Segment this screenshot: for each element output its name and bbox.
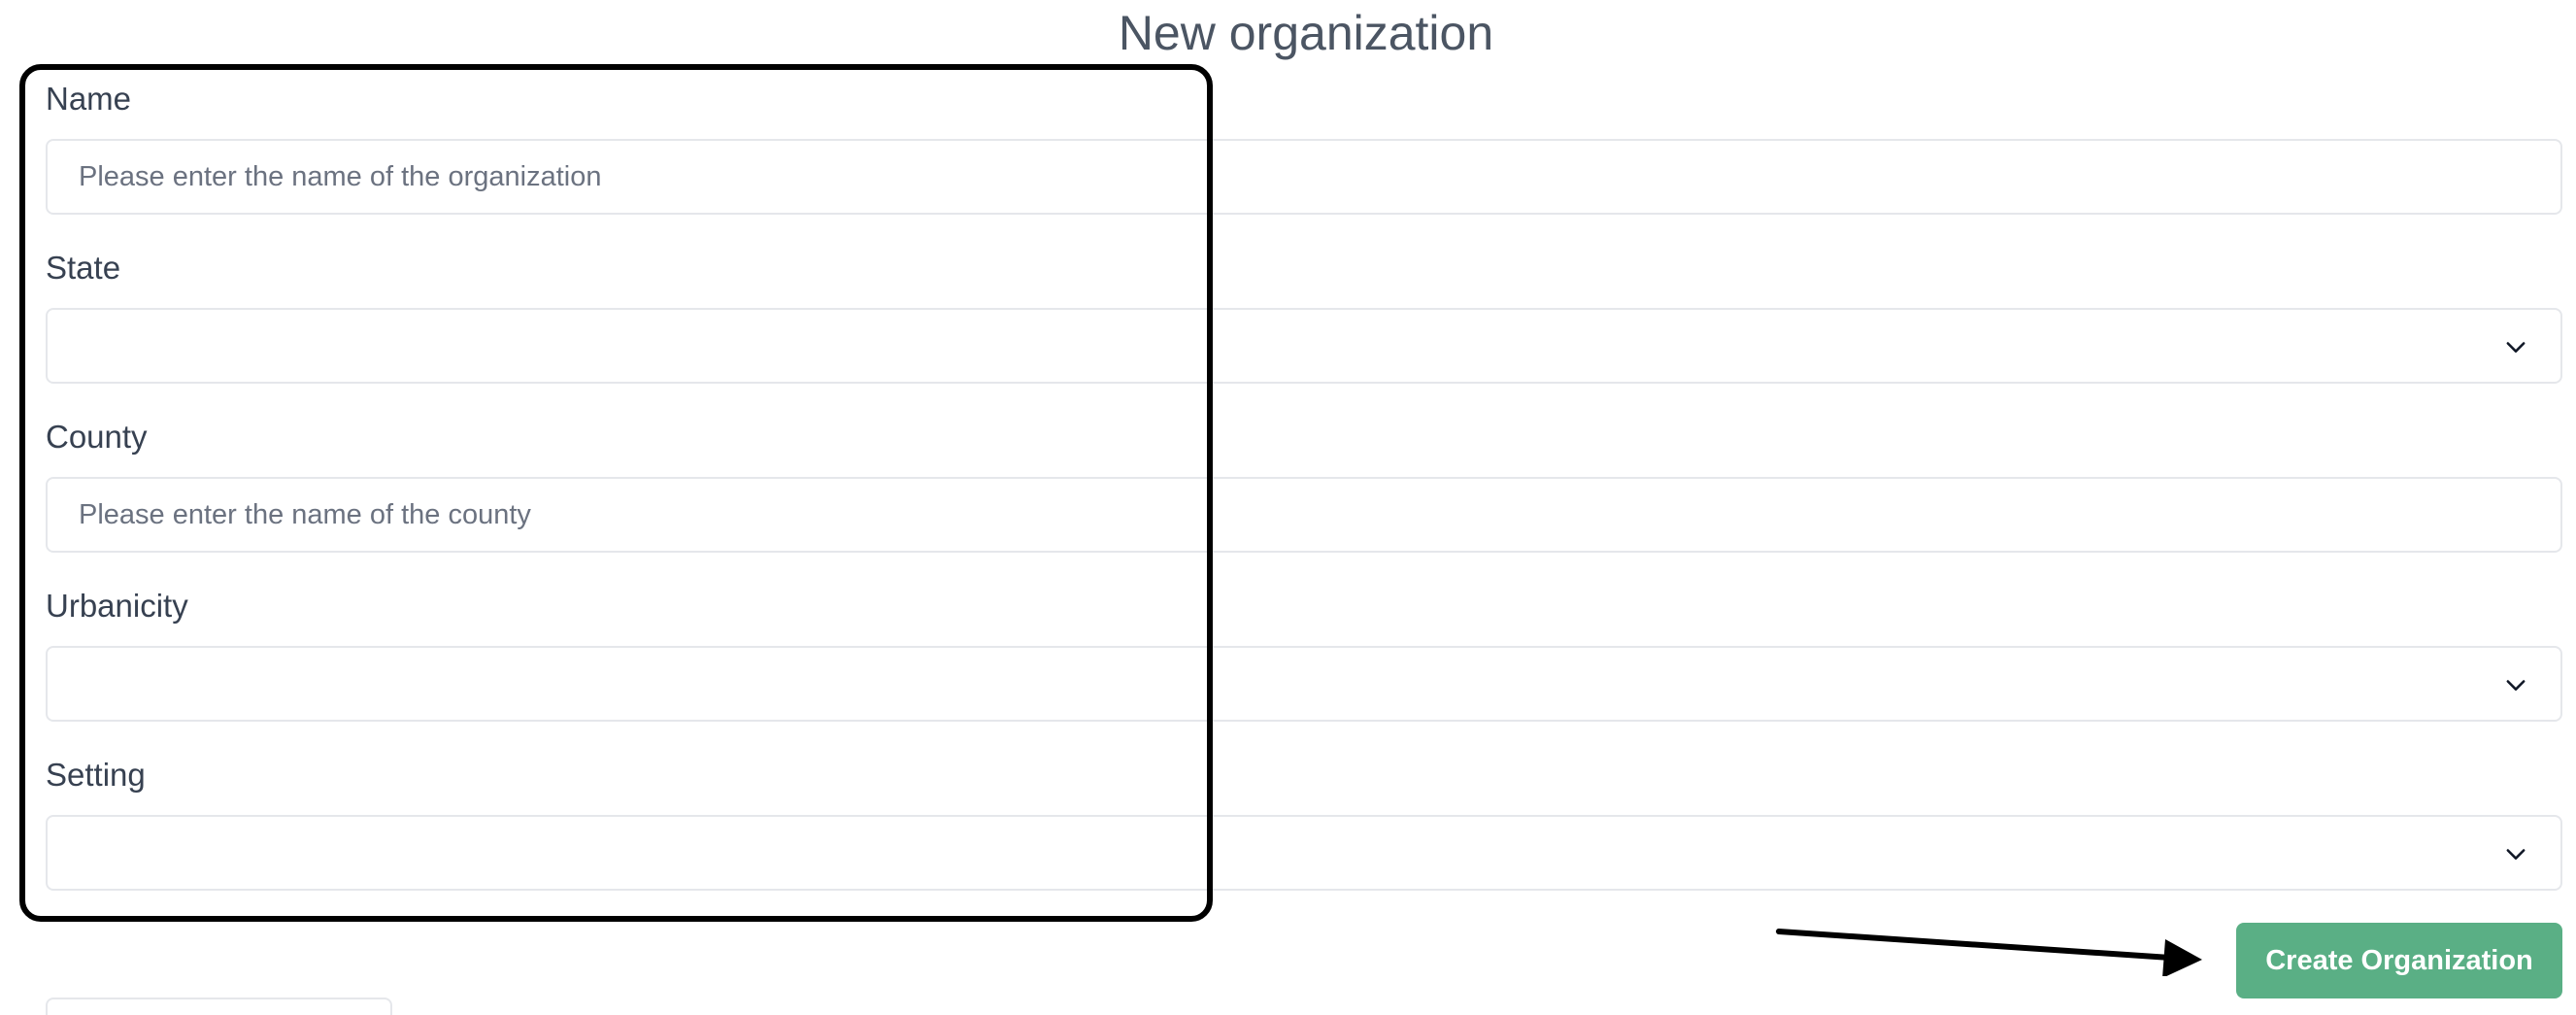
chevron-down-icon	[2506, 342, 2526, 353]
county-input[interactable]	[46, 477, 2562, 553]
page-title: New organization	[1118, 6, 1494, 60]
setting-select[interactable]	[46, 815, 2562, 891]
state-label: State	[46, 250, 121, 286]
county-label: County	[46, 419, 148, 455]
urbanicity-select[interactable]	[46, 646, 2562, 722]
arrow-icon	[1776, 929, 2202, 976]
state-select[interactable]	[46, 308, 2562, 384]
name-input[interactable]	[46, 139, 2562, 215]
urbanicity-label: Urbanicity	[46, 588, 188, 624]
partial-cutoff-button[interactable]	[46, 998, 392, 1015]
chevron-down-icon	[2506, 680, 2526, 691]
chevron-down-icon	[2506, 849, 2526, 860]
name-label: Name	[46, 81, 132, 117]
create-organization-button[interactable]: Create Organization	[2236, 923, 2562, 998]
setting-label: Setting	[46, 757, 146, 793]
